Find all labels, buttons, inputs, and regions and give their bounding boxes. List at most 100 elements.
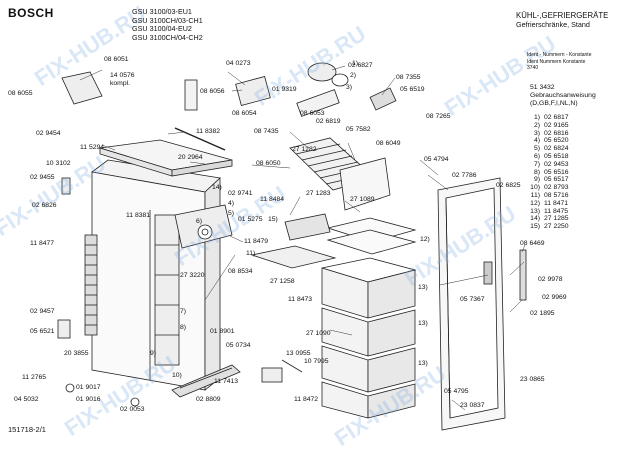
part-callout: 08 6469 [520, 240, 545, 247]
model-line-3: GSU 3100/04-EU2 [132, 24, 192, 33]
door-panel [437, 177, 506, 431]
ref-marker: 3) [346, 84, 353, 91]
part-callout: 02 7786 [452, 172, 477, 179]
part-callout: 04 5032 [14, 396, 39, 403]
part-callout: 01 9017 [76, 384, 101, 391]
part-callout: 05 7367 [460, 296, 485, 303]
part-callout: 08 8534 [228, 268, 253, 275]
model-line-1: GSU 3100/03-EU1 [132, 7, 192, 16]
wire-shelves [250, 213, 417, 269]
category-title: KÜHL-,GEFRIERGERÄTE [516, 11, 609, 20]
ref-marker: 1) [352, 60, 359, 67]
ref-marker: 8) [180, 324, 187, 331]
small-bracket [61, 177, 71, 195]
part-callout: 14 0576 [110, 72, 135, 79]
control-panel [174, 204, 233, 249]
part-callout: 11 5294 [80, 144, 105, 151]
legend-row: 4)05 6520 [533, 137, 569, 145]
part-callout: 27 1258 [270, 278, 295, 285]
part-callout: 11 8382 [196, 128, 221, 135]
top-cover [99, 139, 233, 177]
foot-screw [65, 383, 75, 393]
foot-screw-2 [130, 397, 140, 407]
part-callout: 01 8901 [210, 328, 235, 335]
legend-row: 6)05 6518 [533, 152, 569, 160]
ref-marker: 13) [418, 360, 428, 367]
part-callout: 11 2765 [22, 374, 47, 381]
ref-marker: 15) [268, 216, 278, 223]
part-callout: 10 3102 [46, 160, 71, 167]
part-callout: 08 6056 [200, 88, 225, 95]
part-callout: 11 8477 [30, 240, 55, 247]
ref-marker: 9) [150, 350, 157, 357]
ref-marker: 4) [228, 200, 235, 207]
part-callout: 02 9455 [30, 174, 55, 181]
part-callout: 02 9741 [228, 190, 253, 197]
part-callout: kompl. [110, 80, 131, 87]
ref-marker: 5) [228, 210, 235, 217]
part-callout: 23 0837 [460, 402, 485, 409]
part-callout: 08 6049 [376, 140, 401, 147]
manual-number: 51 3432 [530, 84, 555, 91]
legend-row: 10)02 8793 [530, 184, 569, 192]
small-cover [57, 319, 71, 339]
drawer-stack [321, 257, 417, 419]
part-callout: 02 8809 [196, 396, 221, 403]
part-callout: 02 1895 [530, 310, 555, 317]
part-callout: 05 0734 [226, 342, 251, 349]
part-callout: 08 7265 [426, 113, 451, 120]
ref-marker: 6) [196, 218, 203, 225]
part-callout: 27 1283 [306, 190, 331, 197]
part-callout: 11 8472 [294, 396, 319, 403]
part-callout: 08 6054 [232, 110, 257, 117]
legend-row: 1)02 6817 [533, 114, 569, 121]
part-callout: 08 7435 [254, 128, 279, 135]
ref-marker: 11) [246, 250, 256, 257]
part-callout: 08 6050 [256, 160, 281, 167]
part-callout: 11 7413 [214, 378, 239, 385]
part-callout: 11 8381 [126, 212, 151, 219]
legend-row: 15)27 2250 [530, 223, 569, 231]
bottom-grille [171, 364, 241, 398]
part-callout: 05 4795 [444, 388, 469, 395]
part-callout: 27 3220 [180, 272, 205, 279]
part-callout: 02 9457 [30, 308, 55, 315]
model-line-4: GSU 3100CH/04-CH2 [132, 32, 203, 42]
ref-marker: 10) [172, 372, 182, 379]
part-callout: 02 9969 [542, 294, 567, 301]
evaporator [289, 137, 391, 211]
manual-languages: (D,GB,F,I,NL,N) [530, 100, 578, 107]
manual-title: Gebrauchsanweisung [530, 92, 596, 99]
part-callout: 27 1089 [350, 196, 375, 203]
part-callout: 02 6826 [32, 202, 57, 209]
part-callout: 10 7995 [304, 358, 329, 365]
legend-row: 11)08 5716 [530, 191, 569, 199]
ref-marker: 13) [418, 284, 428, 291]
legend-row: 8)05 6516 [533, 168, 569, 176]
part-callout: 08 7355 [396, 74, 421, 81]
part-callout: 11 8479 [244, 238, 269, 245]
door-handle [519, 249, 527, 301]
part-callout: 01 5275 [238, 216, 263, 223]
parts-legend: 1)02 6817 2)02 9165 3)02 6816 4)05 6520 … [520, 114, 569, 231]
part-callout: 02 6827 [348, 62, 373, 69]
part-callout: 05 7582 [346, 126, 371, 133]
ref-marker: 14) [212, 184, 222, 191]
part-callout: 23 0865 [520, 376, 545, 383]
part-callout: 05 4794 [424, 156, 449, 163]
ident-value: 3740 [527, 65, 539, 71]
part-callout: 01 9016 [76, 396, 101, 403]
part-callout: 02 6819 [316, 118, 341, 125]
brand-logo: BOSCH [8, 6, 54, 20]
part-callout: 05 6521 [30, 328, 55, 335]
legend-row: 12)11 8471 [530, 199, 569, 207]
legend-row: 13)11 8475 [530, 207, 569, 215]
legend-row: 2)02 9165 [533, 121, 569, 129]
part-callout: 20 3855 [64, 350, 89, 357]
part-callout: 27 1282 [292, 146, 317, 153]
ident-label: Ident - Nummern - Konstante [527, 52, 592, 58]
legend-row: 5)02 6824 [533, 145, 569, 153]
part-callout: 05 6519 [400, 86, 425, 93]
top-small-parts [61, 62, 397, 117]
